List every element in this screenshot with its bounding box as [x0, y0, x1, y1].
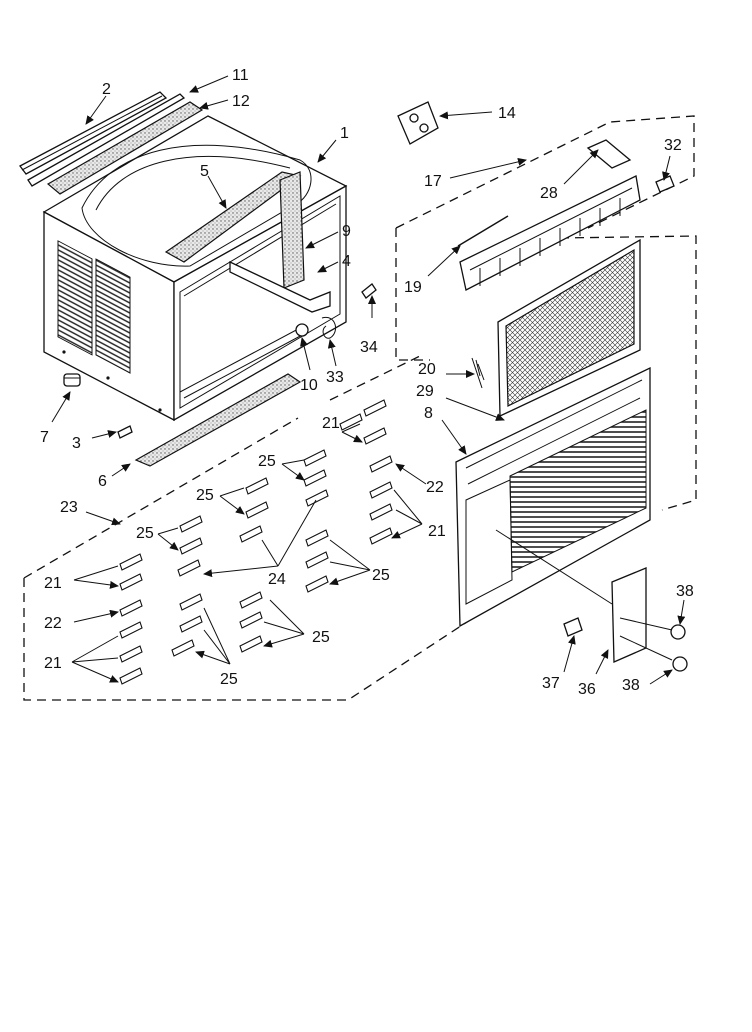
label-22a: 22 [426, 479, 444, 496]
block-37 [563, 617, 583, 637]
label-25c: 25 [136, 525, 154, 542]
label-17: 17 [424, 173, 442, 190]
dashed-group-boundary-right [559, 235, 697, 511]
label-5: 5 [200, 163, 209, 180]
label-7: 7 [40, 429, 49, 446]
label-21b: 21 [428, 523, 446, 540]
dashed-group-boundary-top [395, 115, 695, 361]
rod-19 [457, 215, 509, 247]
label-37: 37 [542, 675, 560, 692]
label-21d: 21 [44, 655, 62, 672]
foam-strip-12 [46, 101, 204, 195]
label-23: 23 [60, 499, 78, 516]
leader-lines [51, 75, 686, 684]
dashed-group-boundary-bottom [23, 355, 471, 701]
louver-frame-17 [459, 175, 641, 291]
clip-33 [321, 316, 337, 339]
label-9: 9 [342, 223, 351, 240]
label-6: 6 [98, 473, 107, 490]
lever-28 [586, 139, 632, 169]
label-21c: 21 [44, 575, 62, 592]
label-25d: 25 [372, 567, 390, 584]
bracket-4 [229, 260, 331, 313]
screw-3 [117, 425, 133, 439]
label-22b: 22 [44, 615, 62, 632]
screw-34 [361, 283, 377, 299]
label-20: 20 [418, 361, 436, 378]
label-24: 24 [268, 571, 286, 588]
label-12: 12 [232, 93, 250, 110]
label-29: 29 [416, 383, 434, 400]
label-25a: 25 [258, 453, 276, 470]
label-25e: 25 [312, 629, 330, 646]
label-19: 19 [404, 279, 422, 296]
label-8: 8 [424, 405, 433, 422]
label-3: 3 [72, 435, 81, 452]
label-25f: 25 [220, 671, 238, 688]
drain-plug-7 [63, 373, 81, 387]
label-1: 1 [340, 125, 349, 142]
label-25b: 25 [196, 487, 214, 504]
comb-20 [471, 357, 485, 389]
plate-36 [611, 567, 647, 663]
bracket-9 [279, 171, 305, 289]
strip-11 [27, 93, 186, 187]
label-38a: 38 [676, 583, 694, 600]
label-2: 2 [102, 81, 111, 98]
label-21a: 21 [322, 415, 340, 432]
knob-38a [670, 624, 686, 640]
part-labels: 1 2 11 12 5 9 4 34 10 33 7 3 6 14 17 28 … [40, 67, 694, 698]
knob-38b [672, 656, 688, 672]
front-panel-8 [455, 366, 651, 628]
label-4: 4 [342, 253, 351, 270]
label-36: 36 [578, 681, 596, 698]
label-10: 10 [300, 377, 318, 394]
label-28: 28 [540, 185, 558, 202]
label-34: 34 [360, 339, 378, 356]
label-11: 11 [232, 67, 249, 84]
filter-29 [497, 238, 641, 418]
small-strips [119, 399, 393, 685]
label-32: 32 [664, 137, 682, 154]
nut-10 [295, 323, 309, 337]
label-38b: 38 [622, 677, 640, 694]
bracket-14 [397, 101, 439, 145]
label-14: 14 [498, 105, 516, 122]
label-33: 33 [326, 369, 344, 386]
foam-strip-6 [134, 373, 302, 467]
clip-32 [655, 175, 675, 193]
